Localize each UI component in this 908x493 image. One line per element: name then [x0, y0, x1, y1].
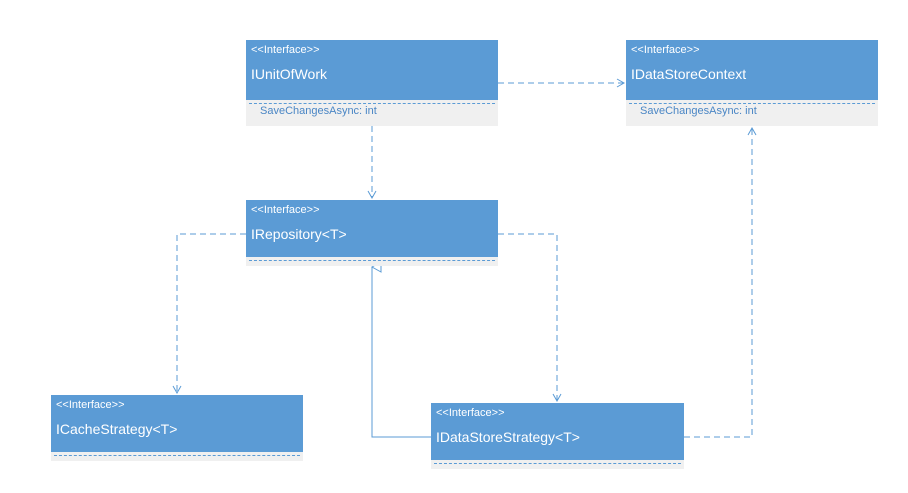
operation-item: SaveChangesAsync: int [260, 105, 377, 117]
connector-repository-to-cachestrategy [172, 233, 246, 395]
operations-compartment [246, 257, 498, 266]
compartment-divider [249, 260, 495, 261]
interface-box-iunitofwork[interactable]: <<Interface>> IUnitOfWork SaveChangesAsy… [246, 40, 498, 126]
connector-repository-to-datastorestrategy [498, 233, 562, 403]
interface-header: <<Interface>> IUnitOfWork [246, 40, 498, 100]
interface-header: <<Interface>> IRepository<T> [246, 200, 498, 257]
operation-item: SaveChangesAsync: int [640, 105, 757, 117]
operations-compartment: SaveChangesAsync: int [626, 100, 878, 126]
stereotype-label: <<Interface>> [631, 44, 700, 56]
stereotype-label: <<Interface>> [251, 44, 320, 56]
interface-name: IRepository<T> [251, 226, 347, 242]
interface-name: IUnitOfWork [251, 66, 327, 82]
operations-compartment [431, 460, 684, 469]
interface-box-idatastorestrategy[interactable]: <<Interface>> IDataStoreStrategy<T> [431, 403, 684, 469]
connector-datastorestrategy-to-datastorecontext [684, 126, 757, 438]
interface-box-idatastorecontext[interactable]: <<Interface>> IDataStoreContext SaveChan… [626, 40, 878, 126]
interface-box-irepository[interactable]: <<Interface>> IRepository<T> [246, 200, 498, 266]
interface-header: <<Interface>> ICacheStrategy<T> [51, 395, 303, 452]
stereotype-label: <<Interface>> [436, 407, 505, 419]
interface-name: ICacheStrategy<T> [56, 421, 178, 437]
interface-box-icachestrategy[interactable]: <<Interface>> ICacheStrategy<T> [51, 395, 303, 461]
stereotype-label: <<Interface>> [56, 399, 125, 411]
interface-name: IDataStoreContext [631, 66, 747, 82]
operations-compartment: SaveChangesAsync: int [246, 100, 498, 126]
interface-header: <<Interface>> IDataStoreStrategy<T> [431, 403, 684, 460]
compartment-divider [54, 455, 300, 456]
compartment-divider [629, 103, 875, 104]
connector-datastorestrategy-inherits-repository [372, 267, 431, 438]
stereotype-label: <<Interface>> [251, 204, 320, 216]
operations-compartment [51, 452, 303, 461]
compartment-divider [249, 103, 495, 104]
interface-header: <<Interface>> IDataStoreContext [626, 40, 878, 100]
compartment-divider [434, 463, 681, 464]
interface-name: IDataStoreStrategy<T> [436, 429, 580, 445]
